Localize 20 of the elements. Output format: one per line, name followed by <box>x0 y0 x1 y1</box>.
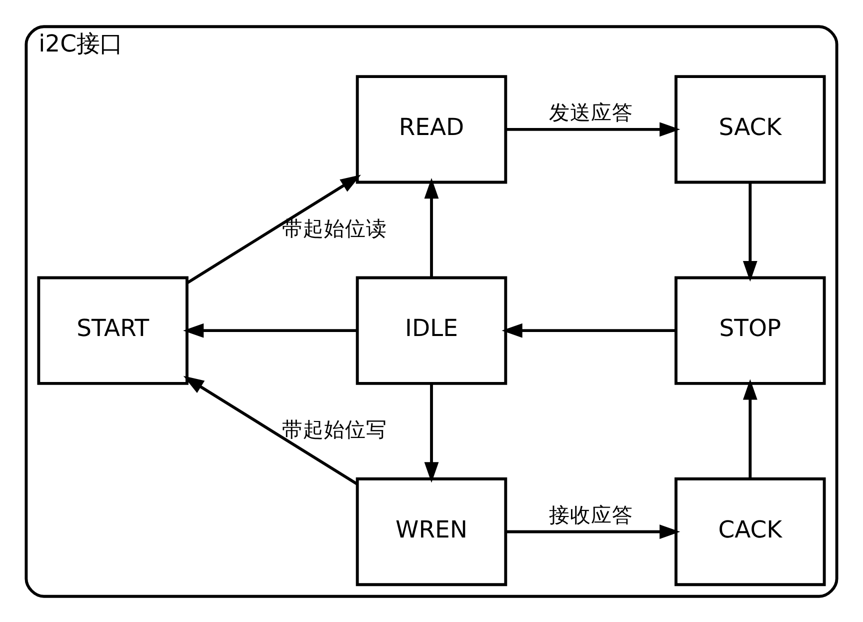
node-box: SACK <box>674 74 826 184</box>
edge-label: 发送应答 <box>548 100 633 124</box>
node-box: READ <box>356 74 508 184</box>
node-box: CACK <box>674 476 826 586</box>
arrow <box>742 182 758 282</box>
node-box: START <box>37 276 188 384</box>
arrow <box>183 375 358 485</box>
node-box: STOP <box>674 276 826 384</box>
arrow <box>742 378 758 478</box>
node-box: IDLE <box>356 276 508 384</box>
arrow <box>502 322 676 338</box>
arrow <box>424 383 439 482</box>
arrow <box>186 174 361 284</box>
arrow <box>506 524 680 538</box>
node-box: WREN <box>356 476 508 586</box>
edge-label: 接收应答 <box>548 502 633 526</box>
arrow <box>183 322 358 338</box>
arrow <box>424 178 439 277</box>
edge-label: 带起始位写 <box>282 417 388 442</box>
arrow <box>506 122 680 136</box>
